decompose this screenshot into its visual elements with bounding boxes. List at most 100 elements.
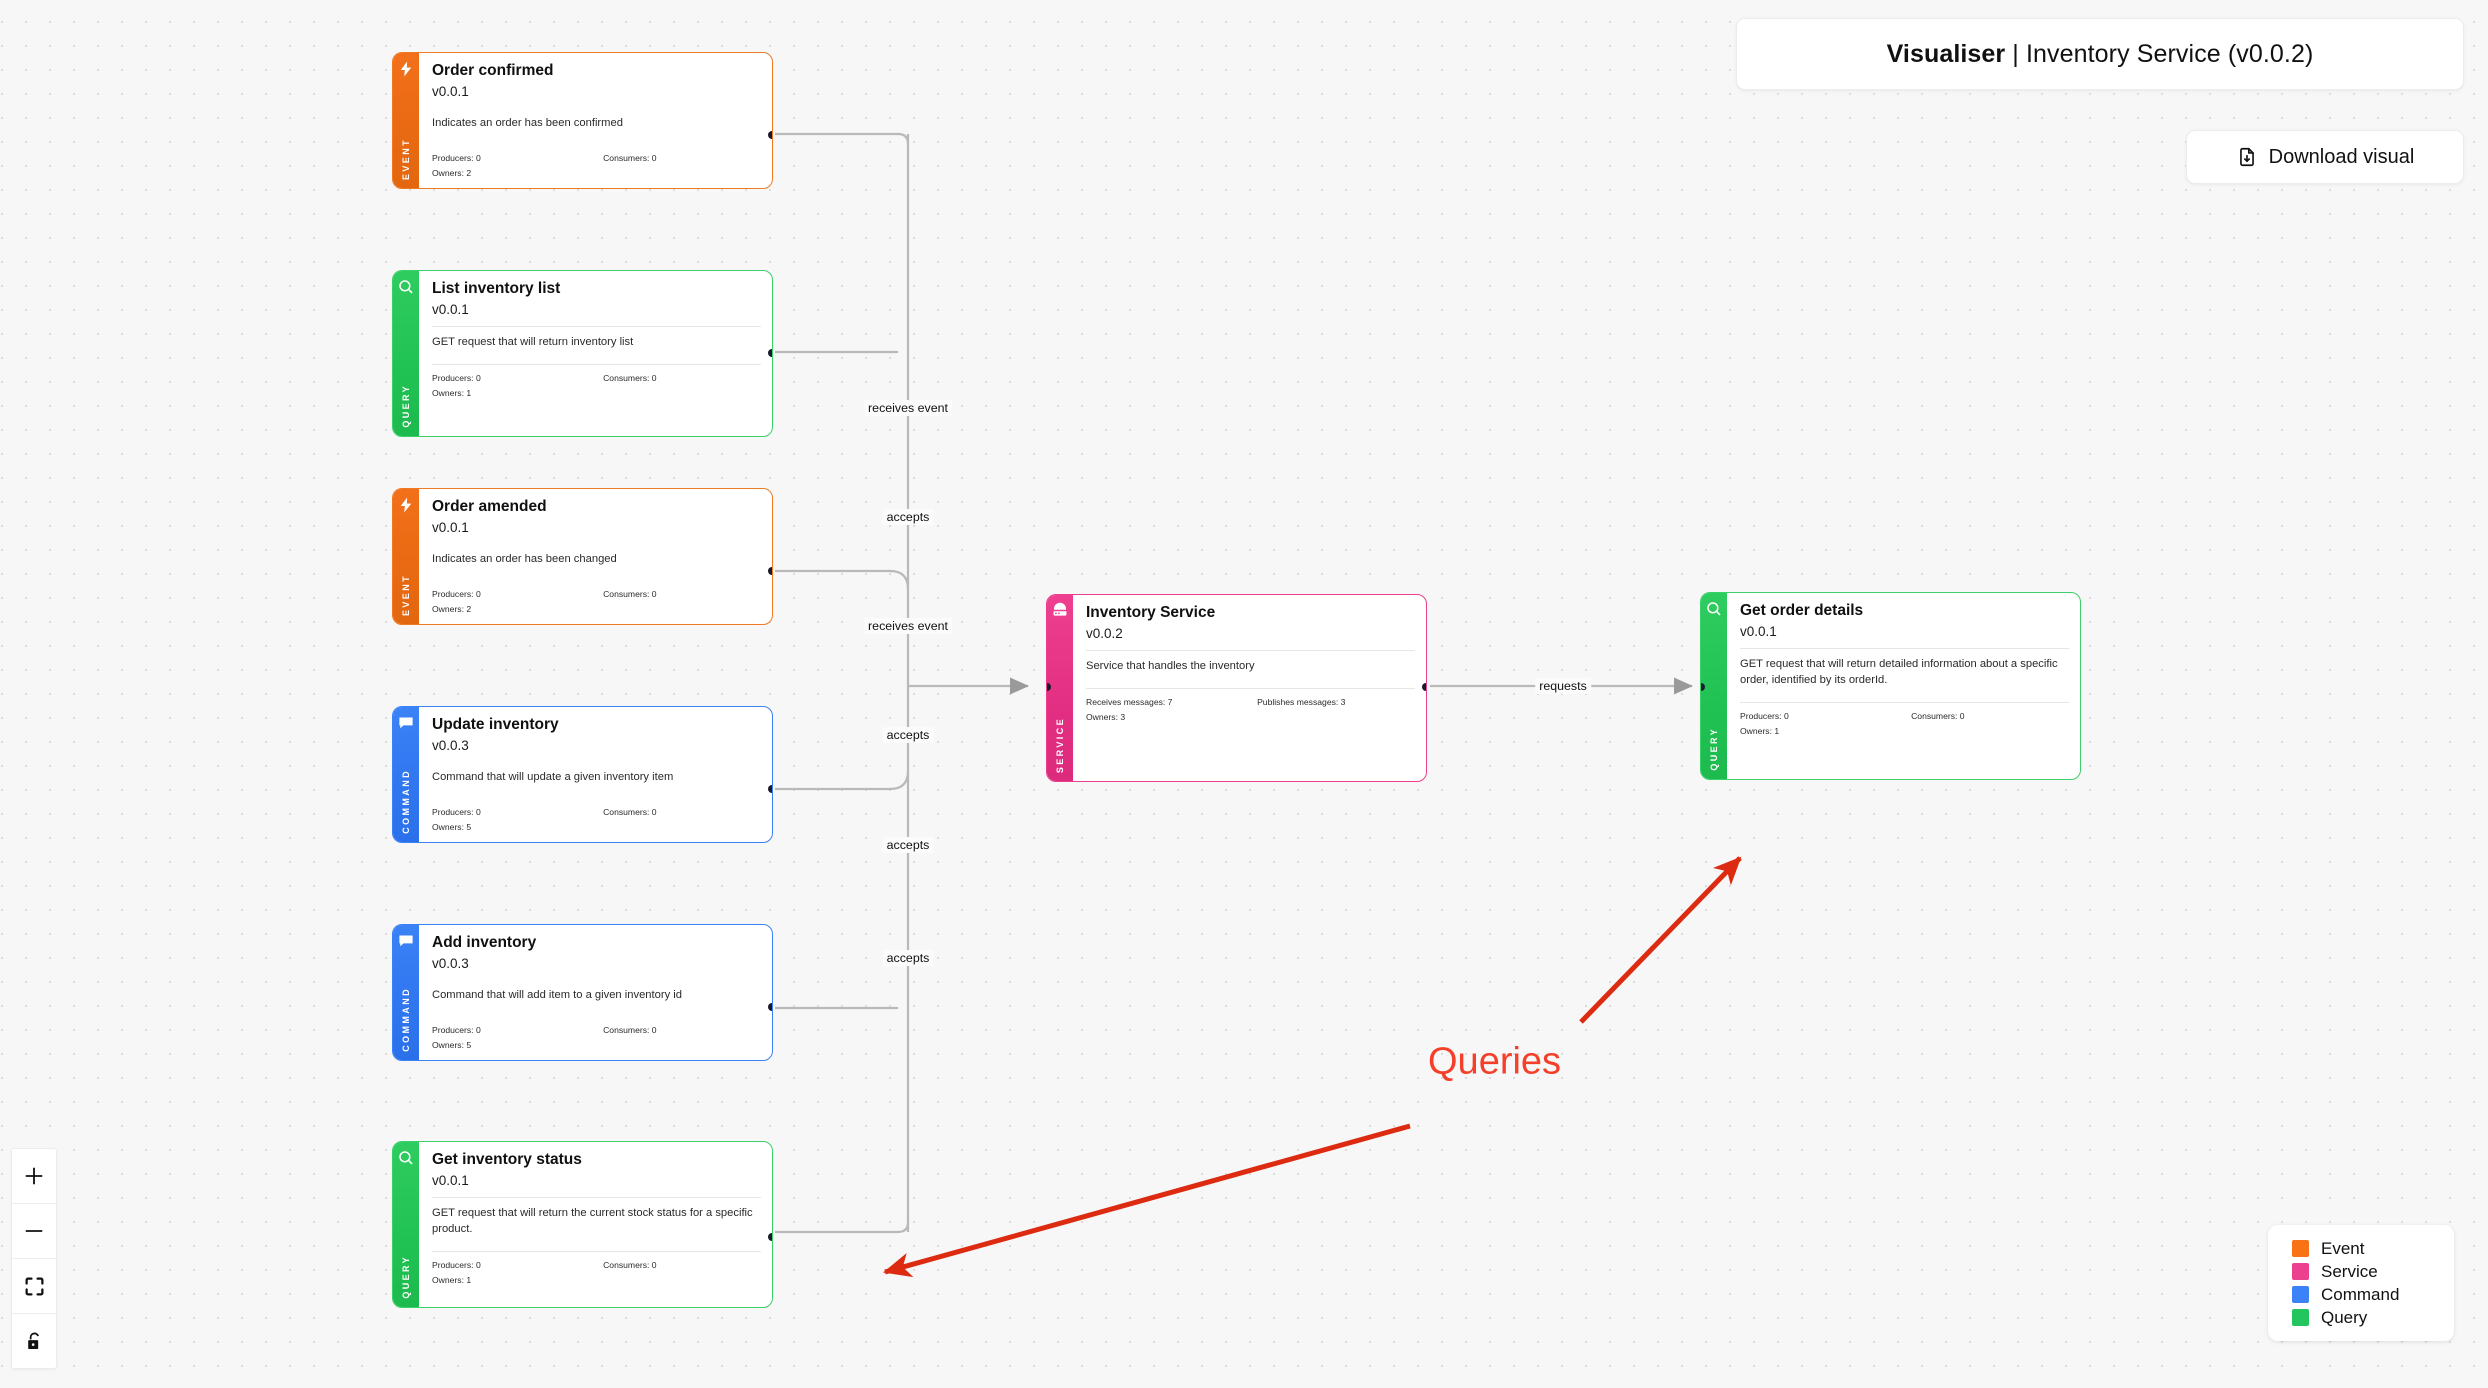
divider xyxy=(1086,688,1415,690)
legend-swatch-event xyxy=(2292,1240,2309,1257)
metric-producers: Producers: 0 xyxy=(432,153,481,164)
node-accent-query: QUERY xyxy=(393,271,419,436)
node-port-right[interactable] xyxy=(768,1233,772,1241)
edge-order-amended xyxy=(775,569,910,590)
metric-consumers: Consumers: 0 xyxy=(603,1025,657,1036)
download-visual-label: Download visual xyxy=(2268,145,2415,168)
node-description: Service that handles the inventory xyxy=(1086,659,1255,672)
magnifier-icon xyxy=(399,1151,413,1165)
node-accent-service: SERVICE xyxy=(1047,595,1073,781)
legend-swatch-command xyxy=(2292,1286,2309,1303)
node-title: Get order details xyxy=(1740,602,1864,619)
edge-order-confirmed xyxy=(775,132,910,145)
node-metrics: Producers: 0 Consumers: 0 Owners: 2 xyxy=(432,581,761,616)
server-icon xyxy=(1053,602,1067,616)
divider xyxy=(432,1196,761,1198)
metric-consumers: Consumers: 0 xyxy=(603,589,657,600)
speech-bubble-icon xyxy=(399,935,413,947)
node-port-left[interactable] xyxy=(1701,683,1705,691)
page-title: Visualiser | Inventory Service (v0.0.2) xyxy=(1887,40,2314,69)
page-title-brand: Visualiser xyxy=(1886,39,2006,68)
node-description: Command that will add item to a given in… xyxy=(432,988,682,1001)
node-inventory-service[interactable]: SERVICE Inventory Service v0.0.2 Service… xyxy=(1046,594,1427,782)
node-metrics: Producers: 0 Consumers: 0 Owners: 5 xyxy=(432,1017,761,1052)
node-title: Update inventory xyxy=(432,716,559,733)
download-visual-button[interactable]: Download visual xyxy=(2186,130,2464,184)
node-update-inventory[interactable]: COMMAND Update inventory v0.0.3 Command … xyxy=(392,706,773,843)
page-title-subject: Inventory Service (v0.0.2) xyxy=(2025,39,2314,68)
node-description: Command that will update a given invento… xyxy=(432,770,674,783)
divider xyxy=(1740,647,2069,649)
node-order-confirmed[interactable]: EVENT Order confirmed v0.0.1 Indicates a… xyxy=(392,52,773,189)
node-port-right[interactable] xyxy=(1422,683,1426,691)
node-title: Get inventory status xyxy=(432,1151,582,1168)
node-get-inventory-status[interactable]: QUERY Get inventory status v0.0.1 GET re… xyxy=(392,1141,773,1308)
node-kind-label: EVENT xyxy=(401,573,411,616)
legend-item-service: Service xyxy=(2268,1260,2454,1283)
lightning-bolt-icon xyxy=(400,61,412,77)
node-title: Add inventory xyxy=(432,934,537,951)
node-title: Inventory Service xyxy=(1086,604,1216,621)
visualiser-title-panel: Visualiser | Inventory Service (v0.0.2) xyxy=(1736,18,2464,90)
metric-consumers: Consumers: 0 xyxy=(603,373,657,384)
metric-producers: Producers: 0 xyxy=(1740,711,1789,722)
metric-owners: Owners: 1 xyxy=(432,387,472,398)
node-version: v0.0.1 xyxy=(432,1173,469,1189)
metric-owners: Owners: 3 xyxy=(1086,711,1126,722)
edge-label-requests: requests xyxy=(1535,678,1591,694)
node-description: GET request that will return the current… xyxy=(432,1206,753,1236)
node-metrics: Producers: 0 Consumers: 0 Owners: 2 xyxy=(432,145,761,180)
file-download-icon xyxy=(2239,147,2254,167)
node-get-order-details[interactable]: QUERY Get order details v0.0.1 GET reque… xyxy=(1700,592,2081,780)
node-accent-event: EVENT xyxy=(393,489,419,624)
edge-label-accepts-2: accepts xyxy=(882,727,934,743)
node-add-inventory[interactable]: COMMAND Add inventory v0.0.3 Command tha… xyxy=(392,924,773,1061)
page-title-separator: | xyxy=(2005,39,2026,68)
node-port-right[interactable] xyxy=(768,785,772,793)
canvas-controls xyxy=(11,1148,57,1369)
node-accent-query: QUERY xyxy=(393,1142,419,1307)
node-port-left[interactable] xyxy=(1047,683,1051,691)
divider xyxy=(1086,649,1415,651)
node-metrics: Receives messages: 7 Publishes messages:… xyxy=(1086,689,1415,724)
node-title: Order confirmed xyxy=(432,62,554,79)
node-metrics: Producers: 0 Consumers: 0 Owners: 1 xyxy=(432,365,761,400)
unlock-icon xyxy=(27,1332,39,1349)
node-list-inventory-list[interactable]: QUERY List inventory list v0.0.1 GET req… xyxy=(392,270,773,437)
zoom-in-button[interactable] xyxy=(12,1149,56,1204)
lock-toggle-button[interactable] xyxy=(12,1314,56,1368)
node-version: v0.0.2 xyxy=(1086,626,1123,642)
node-title: List inventory list xyxy=(432,280,561,297)
legend-item-query: Query xyxy=(2268,1306,2454,1329)
node-kind-label: EVENT xyxy=(401,137,411,180)
node-description: Indicates an order has been changed xyxy=(432,552,617,565)
legend-item-event: Event xyxy=(2268,1237,2454,1260)
node-description: GET request that will return detailed in… xyxy=(1740,657,2058,687)
node-accent-command: COMMAND xyxy=(393,925,419,1060)
node-version: v0.0.3 xyxy=(432,738,469,754)
node-port-right[interactable] xyxy=(768,1003,772,1011)
node-version: v0.0.3 xyxy=(432,956,469,972)
legend-label-query: Query xyxy=(2321,1307,2368,1327)
node-port-right[interactable] xyxy=(768,131,772,139)
fit-view-button[interactable] xyxy=(12,1259,56,1314)
node-version: v0.0.1 xyxy=(432,520,469,536)
legend-label-event: Event xyxy=(2321,1238,2365,1258)
node-port-right[interactable] xyxy=(768,349,772,357)
node-accent-command: COMMAND xyxy=(393,707,419,842)
node-order-amended[interactable]: EVENT Order amended v0.0.1 Indicates an … xyxy=(392,488,773,625)
node-accent-event: EVENT xyxy=(393,53,419,188)
node-metrics: Producers: 0 Consumers: 0 Owners: 1 xyxy=(1740,703,2069,738)
magnifier-icon xyxy=(399,280,413,294)
metric-owners: Owners: 5 xyxy=(432,1039,472,1050)
node-description: GET request that will return inventory l… xyxy=(432,335,634,348)
edge-update-inventory xyxy=(775,770,910,791)
metric-consumers: Consumers: 0 xyxy=(603,807,657,818)
metric-publishes-messages: Publishes messages: 3 xyxy=(1257,697,1346,708)
node-port-right[interactable] xyxy=(768,567,772,575)
legend-swatch-service xyxy=(2292,1263,2309,1280)
metric-owners: Owners: 1 xyxy=(432,1275,472,1285)
zoom-out-button[interactable] xyxy=(12,1204,56,1259)
metric-producers: Producers: 0 xyxy=(432,1260,481,1271)
metric-owners: Owners: 2 xyxy=(432,167,472,178)
